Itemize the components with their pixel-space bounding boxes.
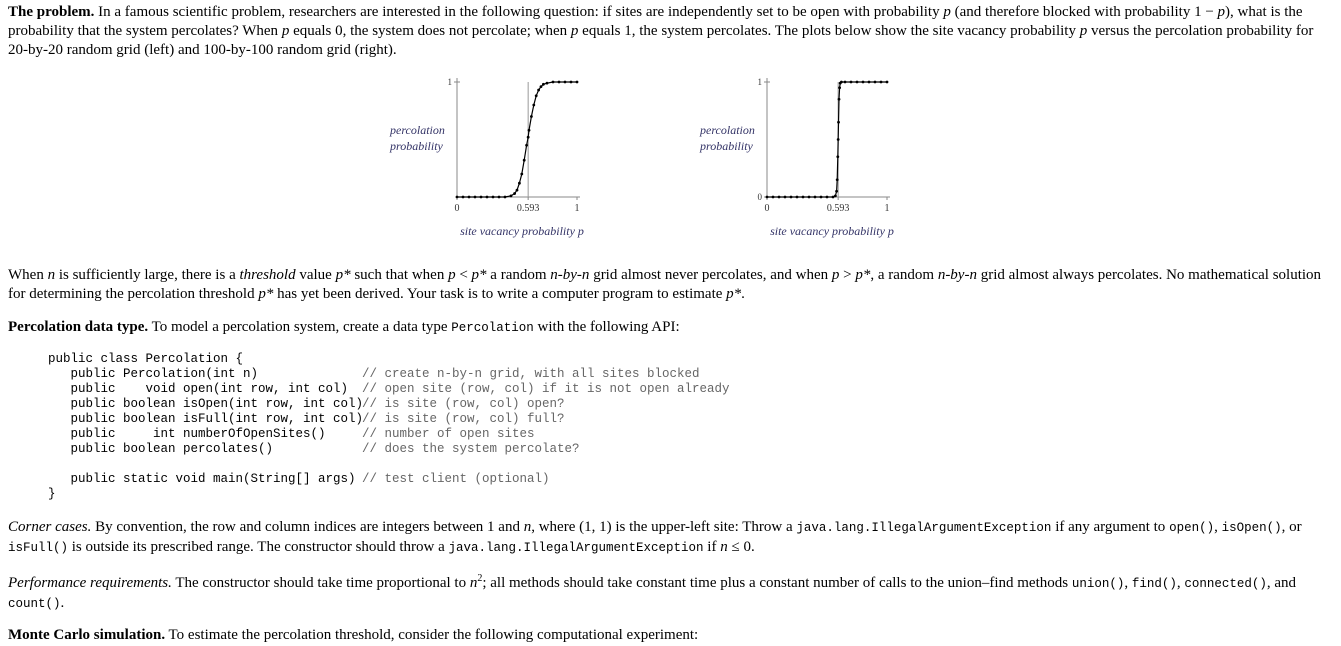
percolation-plot-left: 1 0 0.593 1 percolation probability site vacan…	[389, 77, 584, 238]
data-point	[509, 194, 513, 198]
data-point	[861, 80, 865, 84]
percolation-curve	[457, 81, 577, 198]
data-point	[835, 178, 839, 182]
data-point	[534, 94, 538, 98]
api-code-block: public class Percolation { public Percol…	[48, 352, 364, 501]
data-point	[551, 80, 555, 84]
datatype-heading: Percolation data type.	[8, 319, 149, 335]
monte-carlo-heading: Monte Carlo simulation.	[8, 627, 166, 643]
data-point	[569, 80, 573, 84]
x-tick-label: 0	[765, 203, 770, 214]
performance-paragraph: Performance requirements. The constructo…	[8, 573, 1297, 612]
data-point	[479, 195, 483, 199]
data-point	[873, 80, 877, 84]
performance-heading: Performance requirements.	[8, 575, 172, 591]
data-point	[867, 80, 871, 84]
problem-heading: The problem.	[8, 4, 95, 20]
data-point	[835, 189, 838, 193]
data-point	[520, 172, 524, 176]
data-point	[789, 195, 793, 199]
data-point	[825, 195, 829, 199]
data-point	[837, 120, 840, 124]
data-point	[840, 80, 843, 84]
monte-carlo-paragraph: Monte Carlo simulation. To estimate the …	[8, 627, 699, 643]
data-point	[557, 80, 561, 84]
data-point	[795, 195, 799, 199]
y-tick-label: 1	[448, 77, 453, 87]
data-point	[539, 85, 543, 88]
x-axis-label: site vacancy probability p	[460, 224, 584, 238]
problem-paragraph: The problem. In a famous scientific prob…	[8, 4, 1314, 58]
data-point	[813, 195, 817, 199]
data-point	[526, 135, 530, 139]
data-point	[461, 195, 465, 199]
data-point	[455, 195, 459, 199]
x-axis-label: site vacancy probability p	[770, 224, 894, 238]
data-point	[532, 103, 536, 107]
data-point	[855, 80, 859, 84]
data-point	[831, 195, 835, 199]
data-point	[771, 195, 775, 199]
api-comments: // create n-by-n grid, with all sites bl…	[362, 367, 730, 486]
data-point	[515, 188, 519, 192]
data-point	[837, 97, 841, 101]
data-point	[530, 115, 533, 118]
y-axis-label-line1: percolation	[389, 123, 445, 137]
data-point	[545, 81, 549, 85]
x-tick-label: 1	[575, 203, 580, 214]
data-point	[879, 80, 883, 84]
y-axis-label-line1: percolation	[699, 123, 755, 137]
x-tick-label: 0.593	[827, 203, 850, 214]
data-point	[518, 181, 521, 185]
data-point	[843, 80, 847, 84]
data-point	[527, 128, 531, 132]
data-point	[838, 86, 841, 90]
datatype-paragraph: Percolation data type. To model a percol…	[8, 319, 680, 335]
data-point	[575, 80, 579, 84]
threshold-paragraph: When n is sufficiently large, there is a…	[8, 267, 1322, 302]
x-tick-label: 1	[885, 203, 890, 214]
y-axis-label-line2: probability	[699, 139, 754, 153]
data-point	[513, 192, 516, 195]
y-axis-label-line2: probability	[389, 139, 444, 153]
data-point	[503, 195, 507, 199]
data-point	[563, 80, 567, 84]
y-tick-label: 0	[758, 192, 763, 202]
data-point	[473, 195, 477, 199]
percolation-plot-right: 0 1 0 0.593 1 percolation probability site vaca…	[699, 77, 894, 238]
data-point	[801, 195, 805, 199]
data-point	[497, 195, 501, 199]
data-point	[522, 158, 526, 162]
data-point	[467, 195, 471, 199]
corner-cases-heading: Corner cases.	[8, 519, 92, 535]
data-point	[777, 195, 781, 199]
data-point	[885, 80, 889, 84]
data-point	[819, 195, 823, 199]
data-point	[765, 195, 769, 199]
data-point	[491, 195, 495, 199]
data-point	[836, 155, 840, 159]
y-tick-label: 1	[758, 77, 763, 87]
data-point	[485, 195, 489, 199]
corner-cases-paragraph: Corner cases. By convention, the row and…	[8, 519, 1302, 555]
data-point	[849, 80, 853, 84]
data-point	[807, 195, 811, 199]
data-point	[525, 143, 528, 147]
x-tick-label: 0.593	[517, 203, 540, 214]
data-point	[537, 88, 540, 92]
data-point	[783, 195, 787, 199]
data-point	[834, 194, 837, 198]
data-point	[542, 82, 545, 86]
x-tick-label: 0	[455, 203, 460, 214]
percolation-curve	[767, 81, 887, 198]
data-point	[836, 138, 840, 141]
